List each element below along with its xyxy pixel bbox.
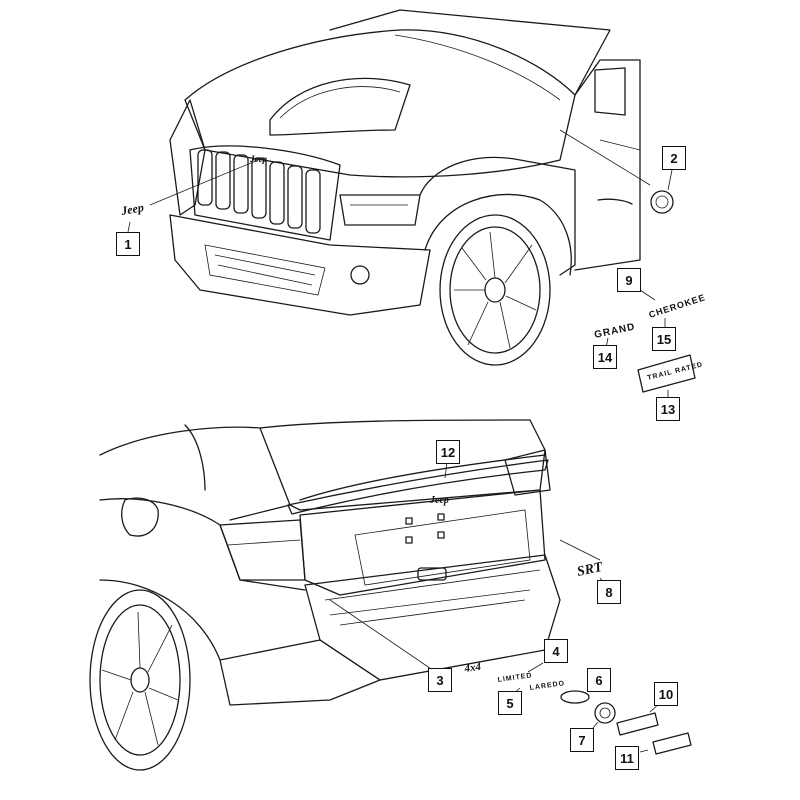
callout-2: 2 xyxy=(662,146,686,170)
callout-1: 1 xyxy=(116,232,140,256)
callout-11: 11 xyxy=(615,746,639,770)
callout-15: 15 xyxy=(652,327,676,351)
callout-8: 8 xyxy=(597,580,621,604)
rear-emblems: SRT 4x4 LIMITED LAREDO xyxy=(463,560,692,755)
callout-4: 4 xyxy=(544,639,568,663)
4x4-emblem-3: 4x4 xyxy=(463,661,482,675)
srt-emblem-8: SRT xyxy=(576,560,606,580)
jeep-emblem-1: Jeep xyxy=(119,200,145,218)
callout-6: 6 xyxy=(587,668,611,692)
plate-emblem-10 xyxy=(616,712,659,736)
front-vehicle-view: Jeep xyxy=(149,9,651,366)
callout-7: 7 xyxy=(570,728,594,752)
callout-10: 10 xyxy=(654,682,678,706)
laredo-emblem-5: LAREDO xyxy=(529,680,565,692)
hood-jeep-text: Jeep xyxy=(249,154,267,164)
round-emblem-7 xyxy=(594,702,616,724)
callout-14: 14 xyxy=(593,345,617,369)
callout-9: 9 xyxy=(617,268,641,292)
rear-vehicle-view: Jeep xyxy=(89,419,601,771)
callout-5: 5 xyxy=(498,691,522,715)
limited-emblem-4: LIMITED xyxy=(497,672,533,684)
tailgate-jeep-text: Jeep xyxy=(429,495,449,506)
oval-emblem-6 xyxy=(560,690,590,704)
round-emblem-2 xyxy=(650,190,674,214)
callout-13: 13 xyxy=(656,397,680,421)
plate-emblem-11 xyxy=(652,732,692,755)
callout-3: 3 xyxy=(428,668,452,692)
spoiler-12 xyxy=(287,459,549,515)
callout-12: 12 xyxy=(436,440,460,464)
cherokee-emblem-15: CHEROKEE xyxy=(648,292,707,320)
trail-rated-badge-13 xyxy=(637,354,696,393)
grand-emblem-14: GRAND xyxy=(593,322,636,341)
